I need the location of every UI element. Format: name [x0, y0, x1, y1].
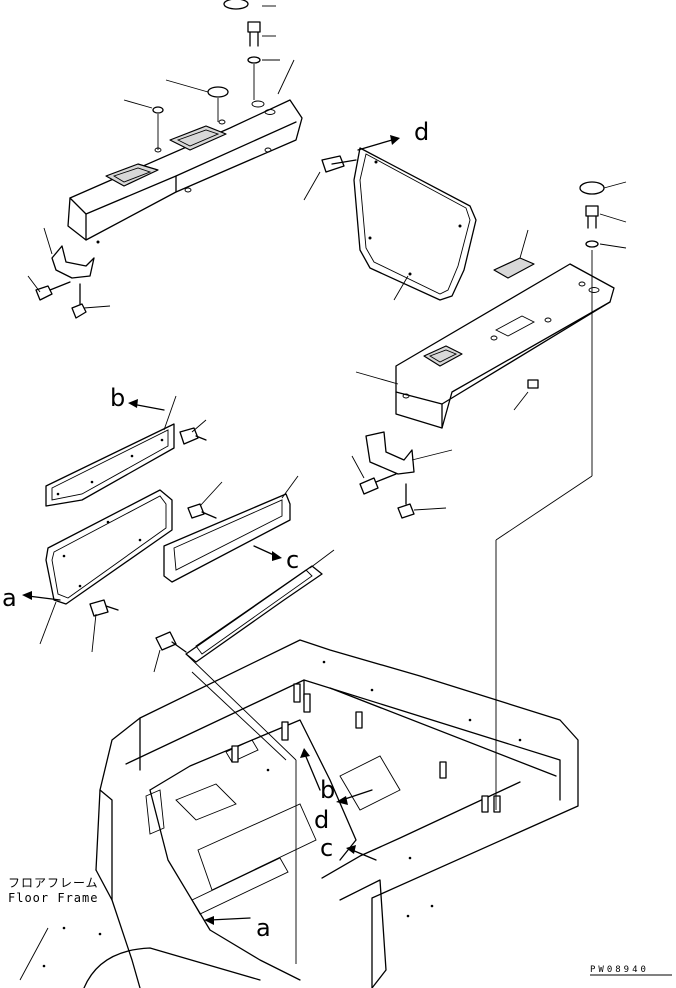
callout-label-d-bottom: d [314, 806, 330, 834]
callout-label-d-top: d [414, 118, 430, 146]
left-bracket-and-bolts [35, 245, 95, 319]
callout-label-a-bottom: a [256, 914, 271, 942]
side-plate-bolts [89, 427, 217, 653]
right-console-cover [395, 257, 615, 429]
callout-label-c-bottom: c [320, 834, 334, 862]
side-frame-c [163, 493, 291, 583]
side-frame-c2 [185, 565, 323, 663]
callout-label-b-top: b [110, 384, 126, 412]
callout-label-b-bottom: b [320, 776, 336, 804]
side-plate-b [45, 423, 175, 507]
left-console-fasteners [152, 0, 261, 150]
callout-arrows [22, 135, 400, 925]
leader-lines [19, 5, 627, 981]
floor-frame-label-jp: フロアフレーム [8, 876, 99, 890]
floor-frame [42, 639, 579, 988]
callout-label-a-top: a [2, 584, 17, 612]
floor-frame-caption: フロアフレーム Floor Frame [8, 876, 99, 906]
floor-frame-label-en: Floor Frame [8, 891, 99, 905]
callout-label-c-top: c [286, 546, 300, 574]
side-plate-a [45, 489, 173, 605]
left-console-cover [67, 99, 303, 244]
top-cover-plate [321, 147, 477, 301]
drawing-code: PW08940 [590, 965, 649, 975]
